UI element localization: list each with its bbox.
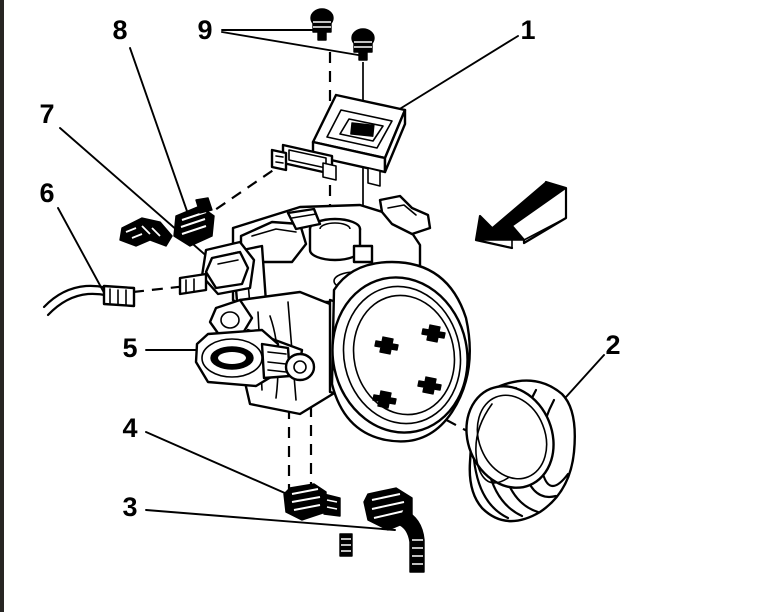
leader-1 xyxy=(397,35,519,111)
throttle-plate-fasteners xyxy=(372,324,446,409)
callout-numbers: 1 2 3 4 5 6 7 8 9 xyxy=(39,15,620,522)
air-intake-duct-boot xyxy=(465,379,576,523)
callout-label-4: 4 xyxy=(122,413,137,443)
callout-label-1: 1 xyxy=(520,15,535,45)
axis-hose xyxy=(132,283,197,294)
leader-4 xyxy=(145,431,304,502)
vacuum-hose-fitting xyxy=(42,284,136,317)
side-sensor-oval xyxy=(194,328,316,388)
callout-label-2: 2 xyxy=(605,330,620,360)
electrical-connector-upper xyxy=(173,197,215,247)
upper-body-port xyxy=(204,250,250,290)
leader-6 xyxy=(57,207,109,301)
leader-9b xyxy=(221,31,365,57)
callout-label-7: 7 xyxy=(39,99,54,129)
callout-label-8: 8 xyxy=(112,15,127,45)
mounting-screws xyxy=(310,8,375,61)
leader-3 xyxy=(145,509,396,531)
callout-label-3: 3 xyxy=(122,492,137,522)
axis-module-to-body xyxy=(211,159,289,213)
callout-label-9: 9 xyxy=(197,15,212,45)
callout-label-6: 6 xyxy=(39,178,54,208)
callout-label-5: 5 xyxy=(122,333,137,363)
screw-icon-left xyxy=(310,8,334,41)
lower-connector-left xyxy=(283,483,353,557)
left-border-strip xyxy=(0,0,4,612)
leader-7 xyxy=(59,127,227,274)
throttle-bore xyxy=(330,260,471,443)
screw-icon-right xyxy=(351,28,375,61)
sensor-module-top xyxy=(270,93,407,187)
leader-8 xyxy=(129,47,189,215)
lower-connector-right xyxy=(363,487,425,573)
wiring-harness-coil xyxy=(119,217,173,247)
assembly-direction-arrow-icon xyxy=(474,180,568,250)
